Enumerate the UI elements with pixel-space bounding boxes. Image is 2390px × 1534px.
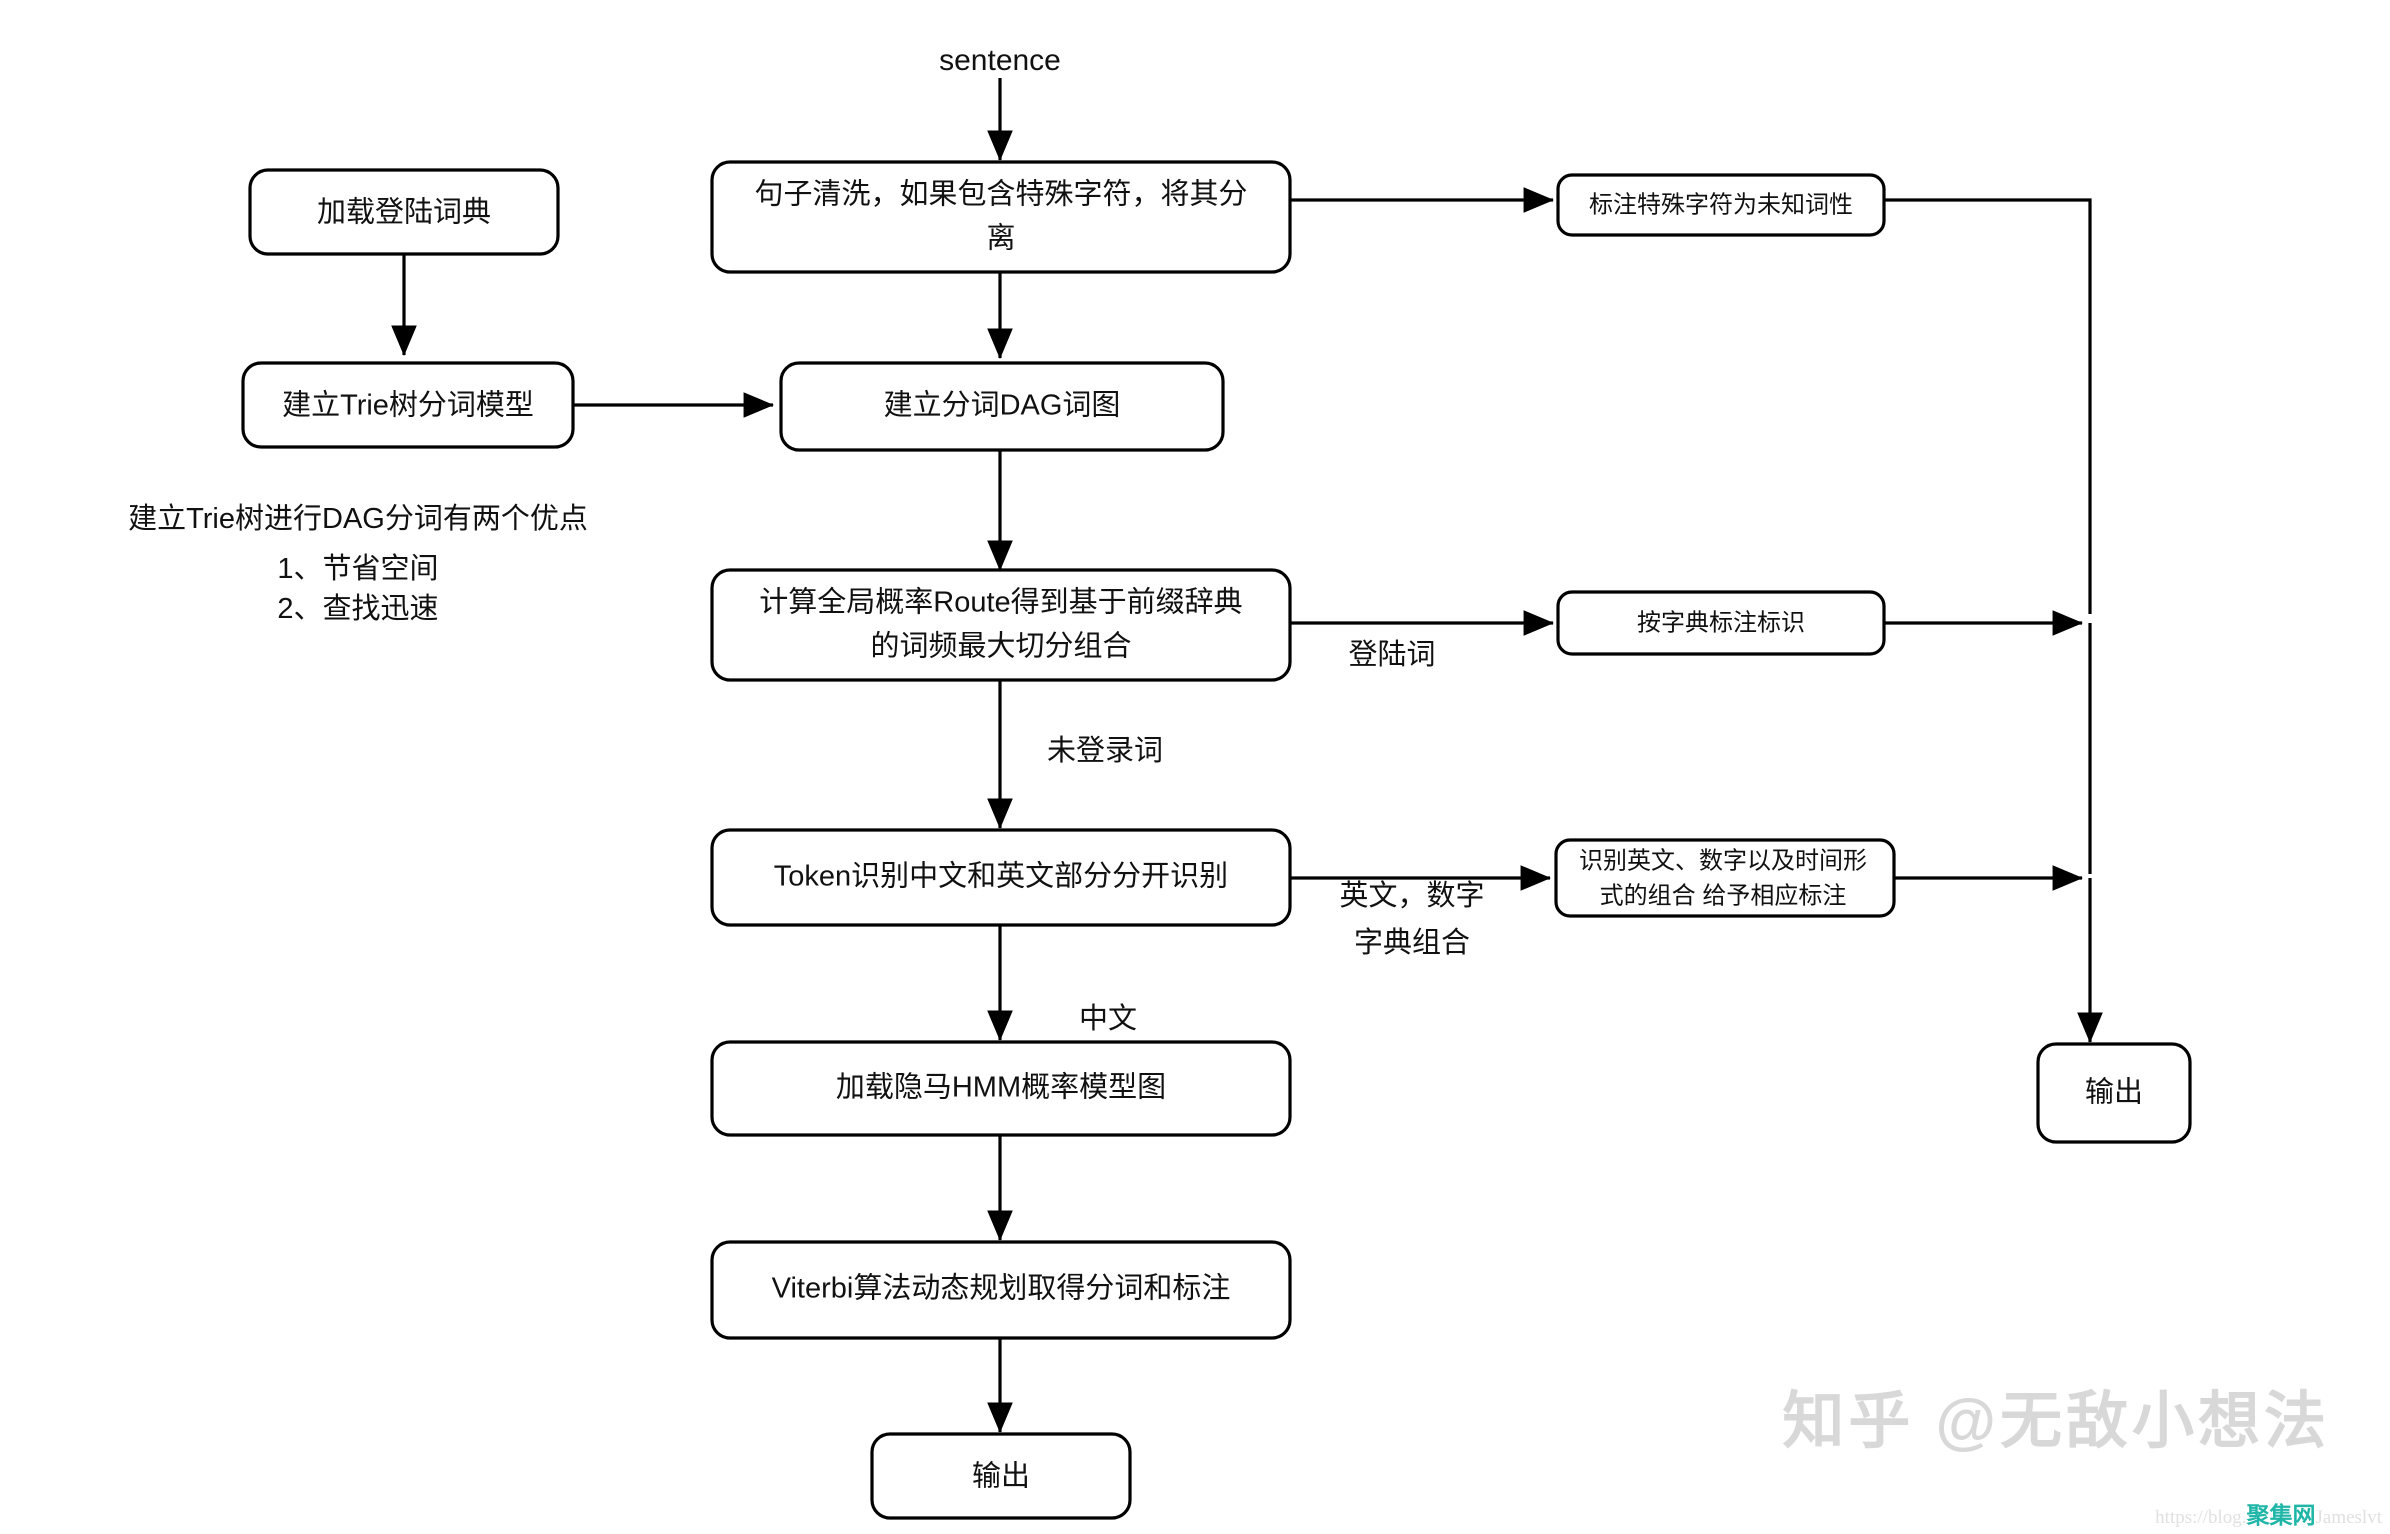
note-line-3: 2、查找迅速 (277, 592, 438, 625)
node-build-dag[interactable]: 建立分词DAG词图 (779, 361, 1225, 452)
node-tag-by-dictionary-label: 按字典标注标识 (1637, 609, 1805, 636)
note-line-1: 建立Trie树进行DAG分词有两个优点 (128, 502, 588, 535)
node-token-recognize[interactable]: Token识别中文和英文部分分开识别 (710, 828, 1292, 927)
node-calc-route-label-line2: 的词频最大切分组合 (870, 630, 1131, 663)
node-load-dictionary[interactable]: 加载登陆词典 (248, 168, 560, 256)
node-viterbi[interactable]: Viterbi算法动态规划取得分词和标注 (710, 1240, 1292, 1340)
node-tag-en-num-time[interactable]: 识别英文、数字以及时间形 式的组合 给予相应标注 (1554, 838, 1896, 918)
node-load-dictionary-box[interactable] (248, 168, 560, 256)
node-calc-route[interactable]: 计算全局概率Route得到基于前缀辞典 的词频最大切分组合 (710, 568, 1292, 682)
node-tag-en-num-time-box[interactable] (1554, 838, 1896, 918)
node-tag-special-char-label: 标注特殊字符为未知词性 (1589, 191, 1853, 218)
node-calc-route-label-line1: 计算全局概率Route得到基于前缀辞典 (759, 586, 1242, 619)
node-build-dag-box[interactable] (779, 361, 1225, 452)
edge-tagspecial-to-bus (1884, 198, 2092, 614)
node-tag-en-num-time-label-line1: 识别英文、数字以及时间形 (1579, 847, 1867, 874)
node-viterbi-label: Viterbi算法动态规划取得分词和标注 (772, 1272, 1231, 1305)
node-viterbi-box[interactable] (710, 1240, 1292, 1340)
node-tag-special-char[interactable]: 标注特殊字符为未知词性 (1556, 173, 1886, 237)
node-token-recognize-box[interactable] (710, 828, 1292, 927)
node-output-right[interactable]: 输出 (2036, 1042, 2192, 1144)
node-output-bottom-label: 输出 (972, 1460, 1030, 1493)
node-build-trie-label: 建立Trie树分词模型 (282, 389, 534, 422)
edge-label-zhong-wen: 中文 (1079, 1002, 1137, 1035)
edge-label-deng-lu-ci: 登陆词 (1348, 638, 1435, 671)
entry-label-sentence: sentence (939, 44, 1061, 77)
node-build-dag-label: 建立分词DAG词图 (884, 389, 1121, 422)
node-sentence-clean-label-line2: 离 (986, 222, 1015, 255)
edge-label-en-num-line2: 字典组合 (1354, 926, 1470, 959)
node-tag-by-dictionary[interactable]: 按字典标注标识 (1556, 590, 1886, 656)
node-load-dictionary-label: 加载登陆词典 (317, 196, 491, 229)
node-build-trie[interactable]: 建立Trie树分词模型 (241, 361, 575, 449)
node-output-right-label: 输出 (2085, 1076, 2143, 1109)
node-load-hmm-box[interactable] (710, 1040, 1292, 1137)
node-tag-en-num-time-label-line2: 式的组合 给予相应标注 (1600, 882, 1847, 909)
node-output-right-box[interactable] (2036, 1042, 2192, 1144)
node-output-bottom-box[interactable] (870, 1432, 1132, 1520)
node-calc-route-box[interactable] (710, 568, 1292, 682)
node-build-trie-box[interactable] (241, 361, 575, 449)
node-token-recognize-label: Token识别中文和英文部分分开识别 (774, 860, 1228, 893)
node-sentence-clean-label-line1: 句子清洗，如果包含特殊字符，将其分 (754, 178, 1247, 211)
node-tag-by-dictionary-box[interactable] (1556, 590, 1886, 656)
node-sentence-clean[interactable]: 句子清洗，如果包含特殊字符，将其分 离 (710, 160, 1292, 274)
node-tag-special-char-box[interactable] (1556, 173, 1886, 237)
edge-label-en-num-line1: 英文，数字 (1339, 879, 1484, 912)
node-sentence-clean-box[interactable] (710, 160, 1292, 274)
edge-label-wei-deng-lu-ci: 未登录词 (1047, 734, 1163, 767)
node-load-hmm[interactable]: 加载隐马HMM概率模型图 (710, 1040, 1292, 1137)
node-load-hmm-label: 加载隐马HMM概率模型图 (836, 1071, 1166, 1104)
note-line-2: 1、节省空间 (277, 552, 438, 585)
node-output-bottom[interactable]: 输出 (870, 1432, 1132, 1520)
